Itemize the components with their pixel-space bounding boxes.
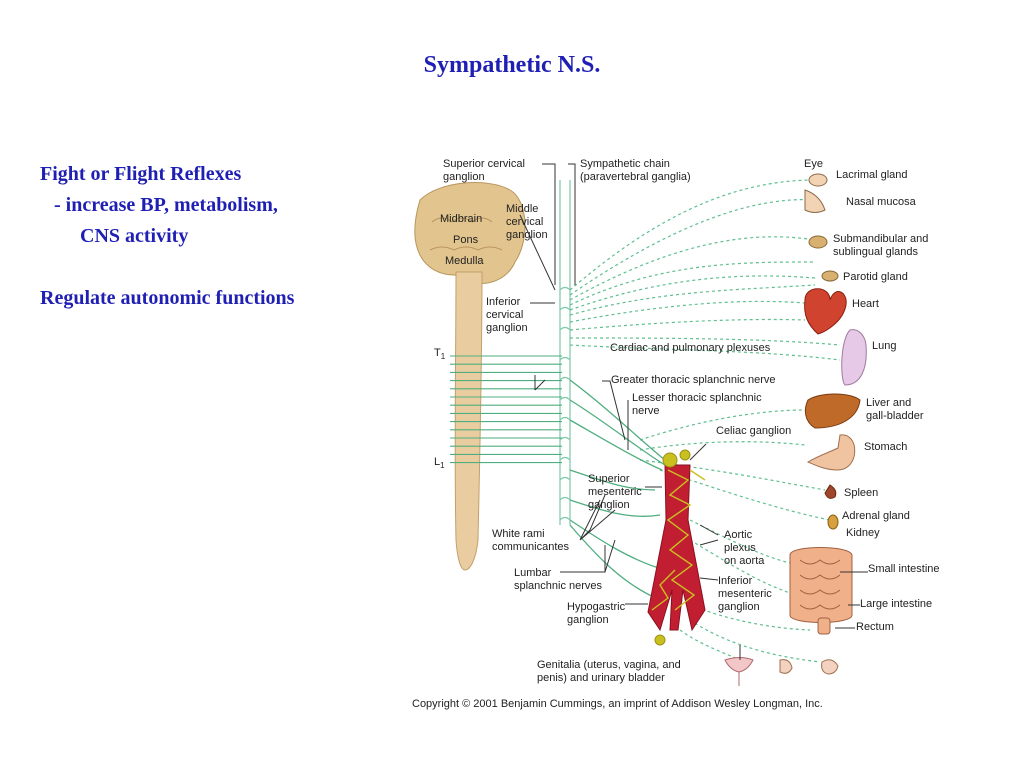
label-superior-mesenteric-3: ganglion bbox=[588, 499, 630, 511]
rectum-icon bbox=[817, 617, 831, 635]
label-eye: Eye bbox=[804, 158, 823, 170]
label-inferior-cervical-3: ganglion bbox=[486, 322, 528, 334]
label-submandibular: Submandibular and bbox=[833, 233, 928, 245]
label-rectum: Rectum bbox=[856, 621, 894, 633]
bullet-increase-bp: - increase BP, metabolism, bbox=[54, 194, 278, 216]
label-spleen: Spleen bbox=[844, 487, 878, 499]
intestine-icon bbox=[789, 547, 853, 623]
label-inferior-cervical: Inferior bbox=[486, 296, 521, 308]
spinal-cord bbox=[454, 271, 483, 571]
label-liver-2: gall-bladder bbox=[866, 410, 924, 422]
label-submandibular-2: sublingual glands bbox=[833, 246, 919, 258]
label-cardiac: Cardiac and pulmonary plexuses bbox=[610, 342, 771, 354]
label-middle-cervical: Middle bbox=[506, 203, 538, 215]
diagram-labels: Superior cervical ganglion Sympathetic c… bbox=[412, 158, 940, 710]
bullet-cns-activity: CNS activity bbox=[80, 225, 189, 247]
label-nasal: Nasal mucosa bbox=[846, 196, 917, 208]
bladder-icon bbox=[821, 659, 839, 675]
eye-icon bbox=[808, 173, 828, 187]
label-middle-cervical-2: cervical bbox=[506, 216, 543, 228]
label-heart: Heart bbox=[852, 298, 879, 310]
uterus-icon bbox=[724, 657, 754, 686]
bullet-regulate-autonomic: Regulate autonomic functions bbox=[40, 287, 295, 309]
label-superior-mesenteric-2: mesenteric bbox=[588, 486, 642, 498]
adrenal-gland-icon bbox=[827, 514, 839, 530]
label-small-intestine: Small intestine bbox=[868, 563, 940, 575]
label-sympathetic-chain: Sympathetic chain bbox=[580, 158, 670, 170]
label-genitalia-2: penis) and urinary bladder bbox=[537, 672, 665, 684]
label-hypogastric-2: ganglion bbox=[567, 614, 609, 626]
dashed-fibers bbox=[569, 179, 841, 663]
label-lesser-splanchnic: Lesser thoracic splanchnic bbox=[632, 392, 762, 404]
stomach-icon bbox=[806, 434, 856, 471]
bullet-fight-or-flight: Fight or Flight Reflexes bbox=[40, 163, 242, 185]
label-celiac: Celiac ganglion bbox=[716, 425, 791, 437]
label-aortic-plexus-2: plexus bbox=[724, 542, 756, 554]
label-inferior-cervical-2: cervical bbox=[486, 309, 523, 321]
penis-icon bbox=[779, 659, 793, 674]
label-liver: Liver and bbox=[866, 397, 911, 409]
label-superior-cervical: Superior cervical bbox=[443, 158, 525, 170]
nose-icon bbox=[804, 189, 826, 213]
label-lumbar-splanchnic: Lumbar bbox=[514, 567, 552, 579]
label-greater-splanchnic: Greater thoracic splanchnic nerve bbox=[611, 374, 775, 386]
label-l1: L1 bbox=[434, 456, 445, 470]
label-white-rami-2: communicantes bbox=[492, 541, 570, 553]
label-adrenal: Adrenal gland bbox=[842, 510, 910, 522]
label-lesser-splanchnic-2: nerve bbox=[632, 405, 660, 417]
bullet-list: Fight or Flight Reflexes - increase BP, … bbox=[40, 159, 294, 314]
label-superior-cervical-2: ganglion bbox=[443, 171, 485, 183]
label-inferior-mesenteric-2: mesenteric bbox=[718, 588, 772, 600]
label-lumbar-splanchnic-2: splanchnic nerves bbox=[514, 580, 603, 592]
label-lacrimal: Lacrimal gland bbox=[836, 169, 908, 181]
label-superior-mesenteric: Superior bbox=[588, 473, 630, 485]
label-white-rami: White rami bbox=[492, 528, 545, 540]
label-midbrain: Midbrain bbox=[440, 213, 482, 225]
parotid-gland-icon bbox=[821, 270, 839, 282]
label-medulla: Medulla bbox=[445, 255, 484, 267]
submandibular-gland-icon bbox=[808, 235, 828, 249]
aorta bbox=[647, 449, 706, 646]
label-parotid: Parotid gland bbox=[843, 271, 908, 283]
splanchnic-nerves bbox=[569, 379, 666, 601]
sympathetic-chain bbox=[559, 180, 571, 525]
label-stomach: Stomach bbox=[864, 441, 907, 453]
heart-icon bbox=[804, 288, 847, 335]
brainstem bbox=[414, 182, 526, 284]
white-rami-lines bbox=[450, 355, 562, 464]
label-lung: Lung bbox=[872, 340, 896, 352]
copyright-text: Copyright © 2001 Benjamin Cummings, an i… bbox=[412, 698, 823, 710]
slide-title: Sympathetic N.S. bbox=[423, 52, 601, 78]
organs bbox=[724, 173, 867, 686]
label-aortic-plexus: Aortic bbox=[724, 529, 753, 541]
lung-icon bbox=[841, 329, 867, 386]
label-large-intestine: Large intestine bbox=[860, 598, 932, 610]
label-hypogastric: Hypogastric bbox=[567, 601, 626, 613]
liver-icon bbox=[804, 393, 861, 429]
label-t1: T1 bbox=[434, 347, 446, 361]
label-pons: Pons bbox=[453, 234, 479, 246]
label-kidney: Kidney bbox=[846, 527, 880, 539]
label-aortic-plexus-3: on aorta bbox=[724, 555, 765, 567]
label-middle-cervical-3: ganglion bbox=[506, 229, 548, 241]
label-sympathetic-chain-2: (paravertebral ganglia) bbox=[580, 171, 691, 183]
label-inferior-mesenteric: Inferior bbox=[718, 575, 753, 587]
label-genitalia: Genitalia (uterus, vagina, and bbox=[537, 659, 681, 671]
spleen-icon bbox=[824, 484, 837, 499]
label-inferior-mesenteric-3: ganglion bbox=[718, 601, 760, 613]
leader-lines bbox=[519, 163, 868, 660]
